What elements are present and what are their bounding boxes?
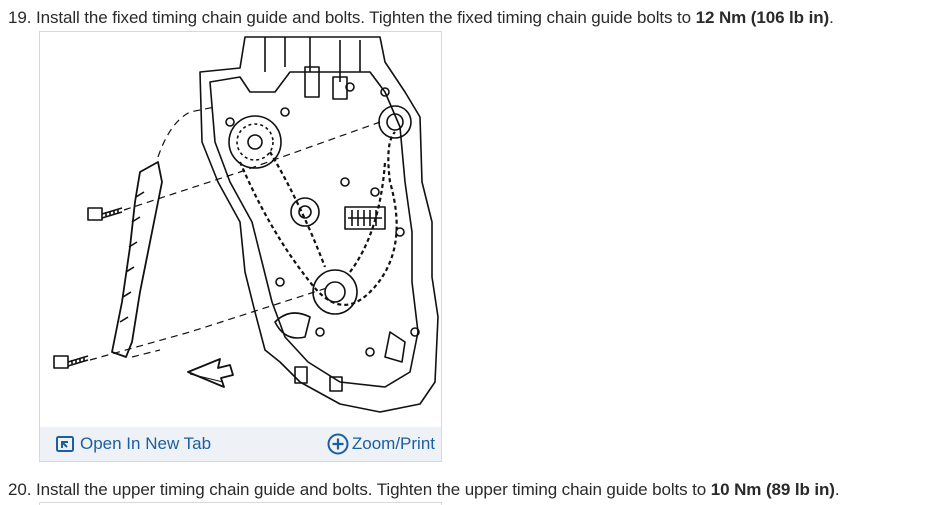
torque-spec: 12 Nm (106 lb in) bbox=[695, 8, 830, 27]
open-in-new-tab-icon bbox=[56, 436, 74, 452]
step-text: Install the upper timing chain guide and… bbox=[35, 480, 707, 499]
zoom-print-link[interactable]: Zoom/Print bbox=[327, 433, 435, 455]
step-20-instruction: 20. Install the upper timing chain guide… bbox=[8, 480, 840, 500]
open-in-new-tab-label: Open In New Tab bbox=[80, 434, 212, 453]
zoom-plus-circle-icon bbox=[327, 433, 349, 455]
torque-spec: 10 Nm (89 lb in) bbox=[710, 480, 835, 499]
step-end: . bbox=[829, 8, 834, 27]
figure-card: Open In New Tab Zoom/Print bbox=[39, 31, 442, 462]
step-number: 20. bbox=[8, 480, 32, 499]
open-in-new-tab-link[interactable]: Open In New Tab bbox=[56, 433, 211, 455]
next-figure-card-edge bbox=[39, 502, 442, 505]
step-19-instruction: 19. Install the fixed timing chain guide… bbox=[8, 8, 834, 28]
zoom-print-label: Zoom/Print bbox=[351, 434, 435, 453]
step-number: 19. bbox=[8, 8, 32, 27]
timing-chain-guide-illustration[interactable] bbox=[40, 32, 441, 427]
figure-footer: Open In New Tab Zoom/Print bbox=[40, 427, 441, 461]
step-text: Install the fixed timing chain guide and… bbox=[35, 8, 692, 27]
engine-line-drawing bbox=[53, 36, 439, 413]
step-end: . bbox=[834, 480, 840, 499]
